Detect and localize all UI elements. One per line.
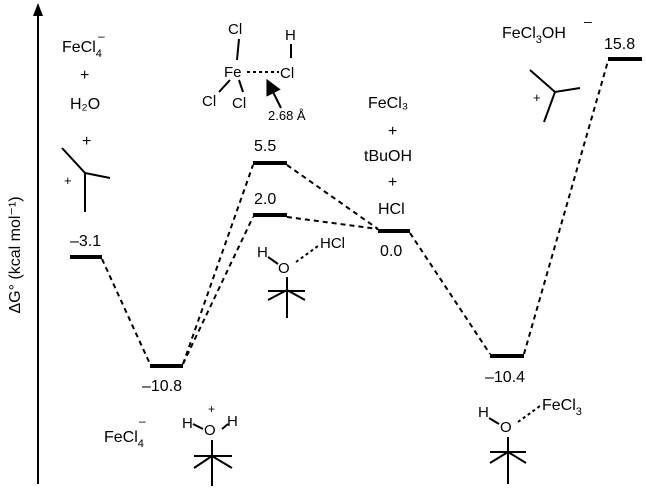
y-axis-label: ΔG° (kcal mol⁻¹): [7, 196, 24, 313]
svg-text:HCl: HCl: [320, 235, 345, 252]
svg-text:H: H: [478, 404, 489, 421]
connector-neutral-complex: [409, 232, 491, 355]
svg-text:+: +: [388, 174, 397, 191]
connector-reactants-low: [101, 258, 151, 365]
svg-text:–: –: [139, 414, 146, 428]
svg-text:FeCl4: FeCl4: [104, 429, 144, 450]
svg-text:O: O: [278, 260, 290, 277]
svg-text:+: +: [80, 67, 89, 84]
svg-text:Cl: Cl: [280, 65, 294, 82]
svg-text:FeCl₃: FeCl₃: [368, 95, 408, 112]
svg-text:H: H: [182, 415, 193, 432]
svg-text:H₂O: H₂O: [70, 96, 100, 113]
svg-text:–: –: [584, 13, 592, 29]
ts-fe-cl-structure: Cl H Fe Cl Cl Cl 2.68 Å: [202, 21, 306, 123]
svg-text:H: H: [227, 413, 238, 430]
svg-text:H: H: [257, 244, 268, 261]
svg-text:–: –: [98, 29, 105, 43]
fe-complex-structure: H O FeCl3: [478, 397, 582, 484]
product-species: FeCl3OH – +: [502, 13, 592, 123]
value-fe-complex: –10.4: [485, 369, 525, 386]
value-reactants: –3.1: [70, 233, 101, 250]
svg-text:Cl: Cl: [228, 21, 242, 38]
connector-complex-products: [523, 60, 609, 355]
svg-text:+: +: [64, 173, 72, 188]
svg-text:+: +: [208, 402, 215, 416]
svg-text:O: O: [204, 422, 216, 439]
svg-text:Cl: Cl: [202, 93, 216, 110]
svg-text:O: O: [500, 419, 512, 436]
svg-text:FeCl4: FeCl4: [62, 39, 102, 60]
svg-text:Cl: Cl: [232, 95, 246, 112]
svg-text:HCl: HCl: [378, 201, 405, 218]
svg-text:+: +: [388, 123, 397, 140]
connector-ts2-neutral: [286, 216, 379, 230]
value-ts-fe-cl: 5.5: [254, 138, 276, 155]
svg-text:2.68 Å: 2.68 Å: [268, 108, 306, 123]
svg-text:Fe: Fe: [224, 64, 242, 81]
svg-text:FeCl3OH: FeCl3OH: [502, 25, 566, 46]
value-ion-pair-low: –10.8: [142, 378, 182, 395]
value-products: 15.8: [604, 36, 635, 53]
connector-low-ts1: [182, 164, 254, 365]
hbond-complex-structure: H O HCl: [257, 235, 345, 318]
value-neutral: 0.0: [380, 243, 402, 260]
ion-pair-structure: FeCl4 – H + O H: [104, 402, 238, 486]
svg-text:+: +: [82, 133, 91, 150]
connector-ts1-neutral: [286, 164, 379, 230]
svg-text:tBuOH: tBuOH: [364, 148, 412, 165]
reactant-species: FeCl4 – + H₂O + +: [61, 29, 111, 212]
y-axis-arrowhead: [33, 3, 43, 16]
svg-text:+: +: [533, 90, 541, 105]
value-ts-hbond: 2.0: [254, 191, 276, 208]
neutral-species: FeCl₃ + tBuOH + HCl: [364, 95, 412, 218]
connector-low-ts2: [182, 216, 254, 365]
svg-text:H: H: [285, 27, 296, 44]
svg-text:FeCl3: FeCl3: [542, 397, 582, 418]
